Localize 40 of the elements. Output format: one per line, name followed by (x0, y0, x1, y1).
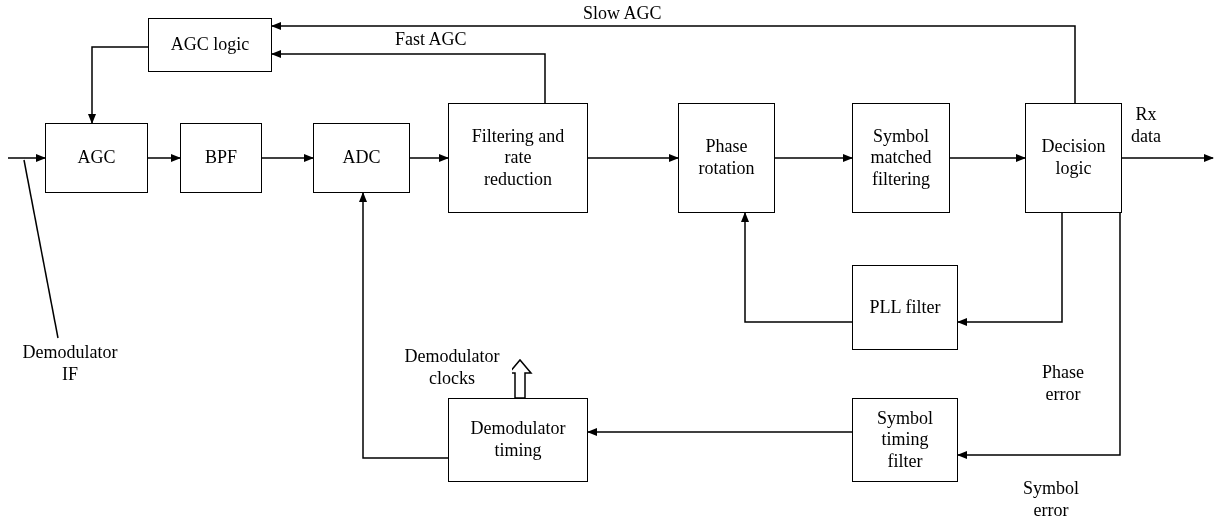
arrow (271, 50, 546, 104)
box-label: ADC (341, 147, 382, 169)
process-box (678, 103, 775, 213)
process-box (180, 123, 262, 193)
arrow (949, 154, 1026, 162)
process-box (852, 398, 958, 482)
arrow (359, 192, 449, 459)
arrow (587, 154, 679, 162)
arrow (88, 46, 149, 124)
process-box (148, 18, 272, 72)
process-box (448, 398, 588, 482)
arrow (587, 428, 853, 436)
process-box (852, 265, 958, 350)
box-label: AGC (76, 147, 117, 169)
box-label: Filtering and rate reduction (470, 125, 566, 191)
box-label: Demodulator timing (469, 418, 567, 462)
arrow (957, 212, 1121, 459)
arrow (1121, 154, 1214, 162)
arrow (957, 212, 1063, 326)
process-box (45, 123, 148, 193)
arrow (261, 154, 314, 162)
box-label: Decision logic (1040, 136, 1107, 180)
arrow (147, 154, 181, 162)
arrow (7, 154, 46, 162)
process-box (313, 123, 410, 193)
arrow (741, 212, 853, 323)
box-label: Symbol timing filter (876, 407, 934, 473)
box-label: Symbol matched filtering (869, 125, 933, 191)
box-label: BPF (204, 147, 238, 169)
box-label: AGC logic (169, 34, 251, 56)
box-label: Phase rotation (697, 136, 756, 180)
arrow (271, 22, 1076, 104)
box-label: PLL filter (868, 296, 942, 319)
leader-line (23, 159, 59, 339)
process-box (1025, 103, 1122, 213)
process-box (448, 103, 588, 213)
process-box (852, 103, 950, 213)
signal-label: Demodulator IF (21, 342, 119, 386)
arrow (774, 154, 853, 162)
arrow (409, 154, 449, 162)
